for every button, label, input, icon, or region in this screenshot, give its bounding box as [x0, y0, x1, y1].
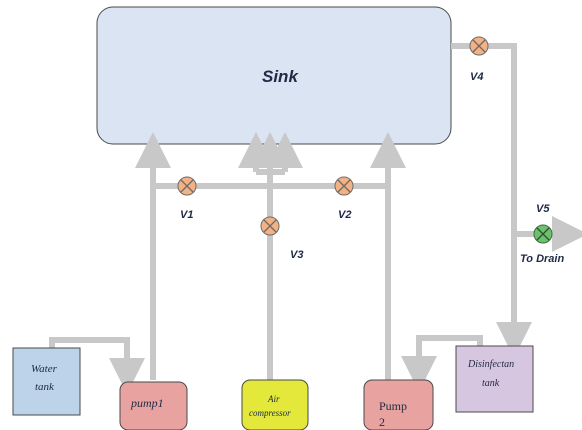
water-tank-label-line1: Water: [31, 363, 58, 375]
drain-label: To Drain: [520, 253, 564, 265]
water-tank-label-line2: tank: [35, 381, 55, 393]
sink-label: Sink: [262, 67, 299, 86]
pump1-label: pump1: [130, 396, 164, 410]
valve-v4-label: V4: [470, 71, 483, 83]
valve-v3[interactable]: [260, 216, 280, 236]
pump2-box: [363, 379, 434, 430]
valve-v3-label: V3: [290, 249, 303, 261]
valve-v2-label: V2: [338, 209, 351, 221]
valve-cross-icon: [263, 219, 277, 233]
valve-v1-label: V1: [180, 209, 193, 221]
pump2-label-line2: 2: [379, 415, 385, 429]
pipe-water-tank-to-pump1: [49, 337, 145, 394]
pump1-box: [119, 381, 188, 430]
valve-v5[interactable]: [533, 224, 553, 244]
water-tank-box: [12, 347, 81, 416]
valve-v5-label: V5: [536, 203, 550, 215]
pump2-label-line1: Pump: [379, 399, 407, 413]
valve-cross-icon: [337, 179, 351, 193]
air-compressor-label-line2: compressor: [249, 408, 291, 418]
valve-v4[interactable]: [469, 36, 489, 56]
air-compressor-label-line1: Air: [267, 394, 280, 404]
disinfectant-tank-label-line1: Disinfectan: [467, 359, 514, 370]
valve-cross-icon: [472, 39, 486, 53]
disinfectant-tank-label-line2: tank: [482, 378, 500, 389]
disinfectant-tank-box: [455, 345, 534, 413]
pipe-sink-outlet: [451, 43, 532, 358]
air-compressor-box: [241, 379, 309, 430]
valve-v2[interactable]: [334, 176, 354, 196]
valve-v1[interactable]: [177, 176, 197, 196]
valve-cross-icon: [536, 227, 550, 241]
valve-cross-icon: [180, 179, 194, 193]
pipe-disinfect-to-pump2: [401, 335, 483, 392]
